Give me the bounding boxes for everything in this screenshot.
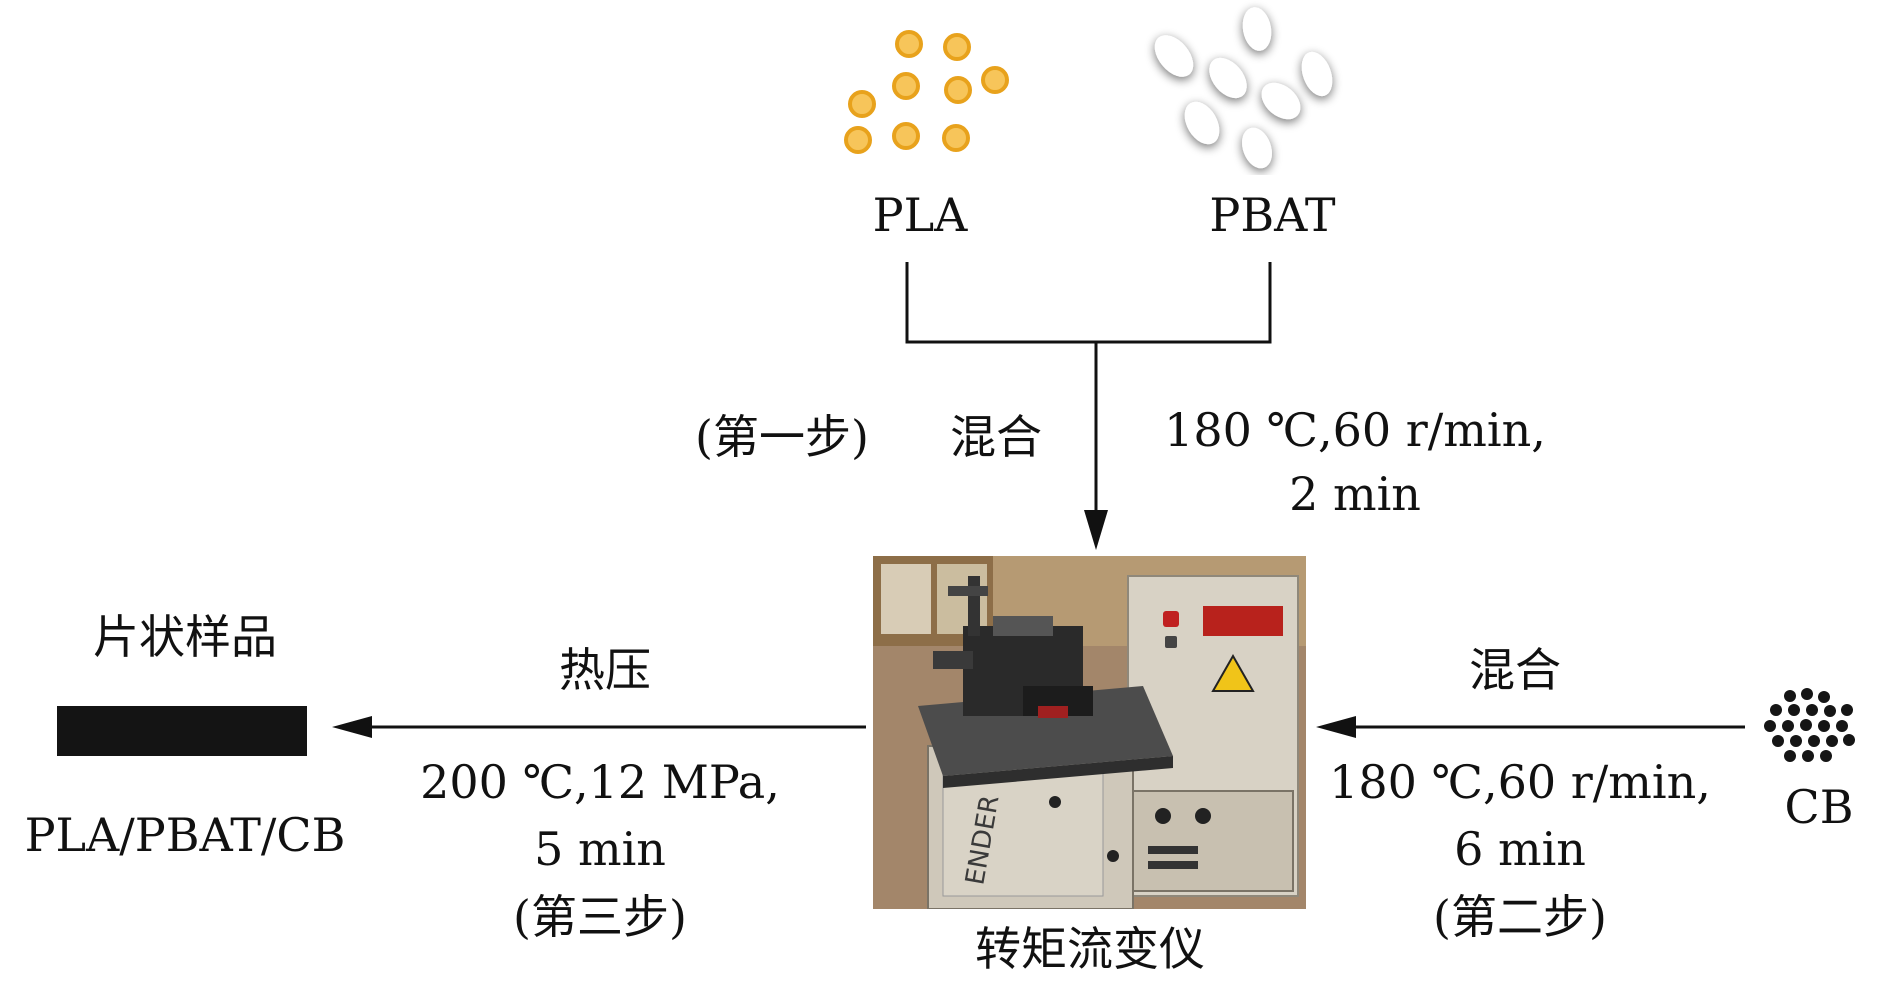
- pla-label: PLA: [872, 188, 968, 242]
- step2-conditions-line1: 180 ℃,60 r/min,: [1329, 755, 1711, 809]
- step1-conditions-line1: 180 ℃,60 r/min,: [1164, 403, 1546, 457]
- step2-conditions-line2: 6 min: [1454, 822, 1586, 876]
- step2-label: (第二步): [1433, 890, 1607, 944]
- step1-label: (第一步): [695, 410, 869, 464]
- arrowhead-step1: [1084, 510, 1108, 550]
- arrowhead-step3: [332, 716, 372, 738]
- product-composition: PLA/PBAT/CB: [24, 808, 346, 862]
- step3-action: 热压: [559, 643, 651, 697]
- pbat-label: PBAT: [1209, 188, 1336, 242]
- step3-label: (第三步): [513, 890, 687, 944]
- arrowhead-step2: [1316, 716, 1356, 738]
- sheet-sample: [57, 706, 307, 756]
- torque-rheometer-image: ENDER: [873, 556, 1306, 909]
- step1-conditions-line2: 2 min: [1289, 467, 1421, 521]
- cb-label: CB: [1784, 780, 1854, 834]
- pla-pellets-icon: [844, 30, 1009, 154]
- step1-action: 混合: [950, 410, 1042, 464]
- pbat-pellets-icon: [1154, 7, 1333, 169]
- cb-particles-icon: [1764, 688, 1855, 762]
- product-name: 片状样品: [93, 610, 277, 664]
- step3-conditions-line2: 5 min: [534, 822, 666, 876]
- step2-action: 混合: [1469, 643, 1561, 697]
- merge-bracket: [905, 262, 1272, 344]
- step3-conditions-line1: 200 ℃,12 MPa,: [420, 755, 780, 809]
- equipment-name: 转矩流变仪: [975, 922, 1205, 976]
